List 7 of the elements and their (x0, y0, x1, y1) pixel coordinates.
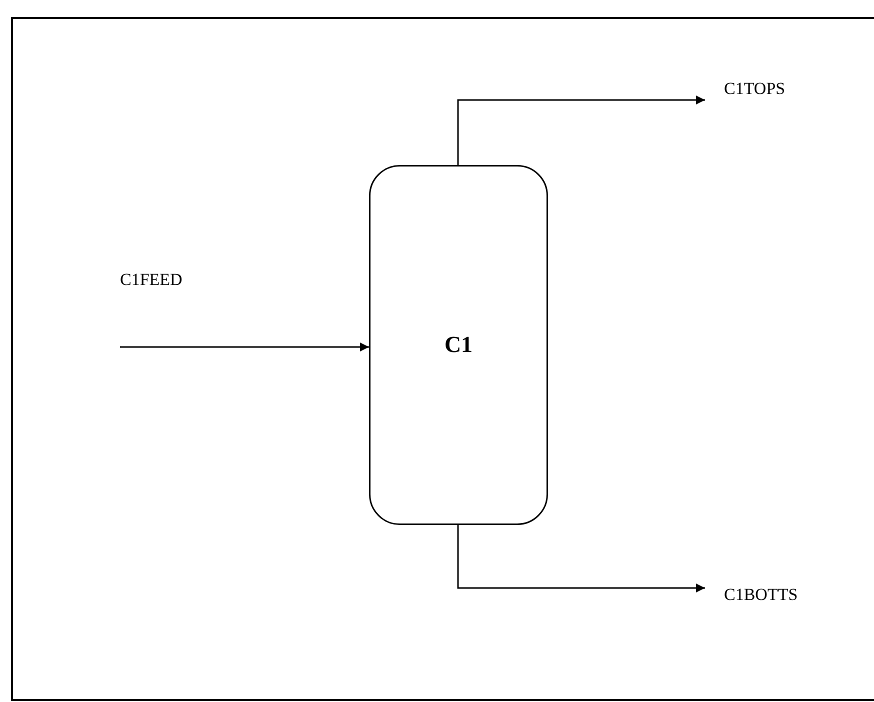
column-label: C1 (444, 332, 473, 358)
stream-label: C1BOTTS (724, 585, 798, 604)
stream-arrow (457, 525, 705, 592)
stream-arrow (120, 342, 369, 352)
stream-label: C1TOPS (724, 79, 786, 98)
stream-label: C1FEED (120, 270, 182, 289)
stream-arrow (457, 96, 705, 165)
